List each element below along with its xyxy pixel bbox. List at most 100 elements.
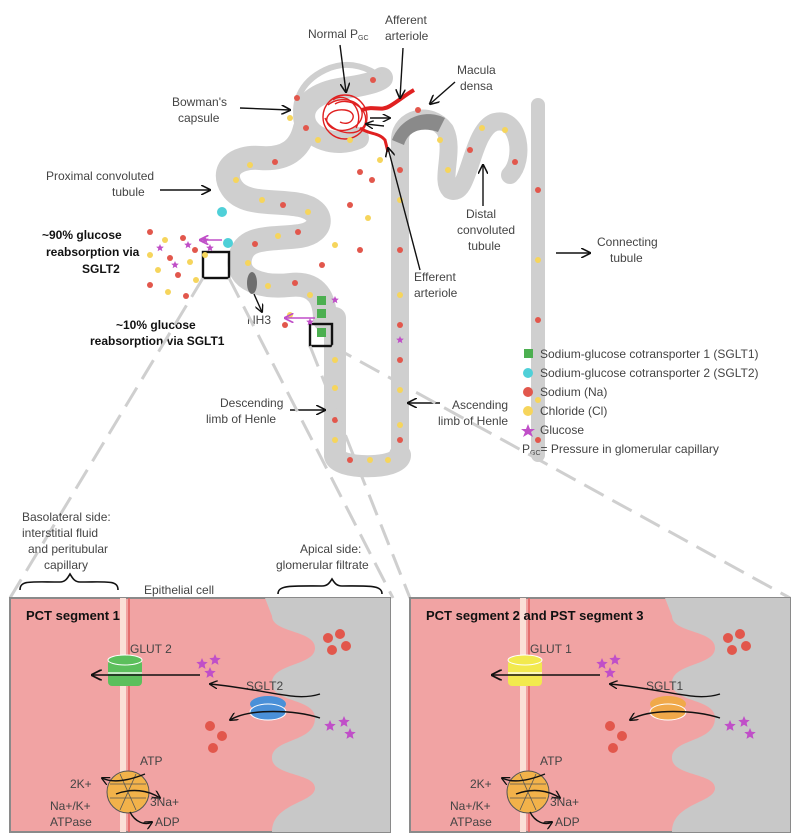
- glut-top: [107, 654, 143, 666]
- glucose-star: [724, 720, 736, 731]
- glucose-star: [338, 716, 350, 727]
- legend-item-sodium: Sodium (Na): [540, 385, 607, 399]
- glucose-star: [596, 658, 608, 669]
- ion-dot: [369, 177, 375, 183]
- sodium-dot: [341, 641, 351, 651]
- apical-label-1: Apical side:: [300, 542, 361, 556]
- ion-dot: [347, 137, 353, 143]
- ion-dot: [183, 293, 189, 299]
- pump-label-2: ATPase: [450, 815, 492, 829]
- ion-dot: [305, 209, 311, 215]
- normal-pgc-subscript: GC: [358, 35, 369, 42]
- sodium-dot: [217, 731, 227, 741]
- pump-label-1: Na+/K+: [50, 799, 91, 813]
- ion-dot: [479, 125, 485, 131]
- ion-dot: [347, 202, 353, 208]
- panel-title: PCT segment 1: [26, 608, 120, 623]
- adp-label: ADP: [155, 815, 180, 829]
- legend-item-sglt1: Sodium-glucose cotransporter 1 (SGLT1): [540, 347, 759, 361]
- afferent-arteriole: [361, 88, 415, 112]
- ion-dot: [512, 159, 518, 165]
- apical-filtrate: [265, 598, 390, 832]
- ion-dot: [282, 322, 288, 328]
- ion-dot: [265, 283, 271, 289]
- glucose-star: [609, 654, 621, 665]
- glucose-star: [206, 244, 214, 252]
- atp-label: ATP: [140, 754, 162, 768]
- ion-dot: [332, 242, 338, 248]
- highlight-box-pct2: [308, 322, 334, 348]
- ion-dot: [167, 255, 173, 261]
- atp-label: ATP: [540, 754, 562, 768]
- normal-pgc-label: Normal P: [308, 27, 358, 41]
- ion-dot: [147, 252, 153, 258]
- bowmans-capsule: [293, 67, 393, 153]
- ion-dot: [535, 187, 541, 193]
- glucose-star: [171, 261, 179, 269]
- ion-dot: [365, 215, 371, 221]
- ion-dot: [280, 202, 286, 208]
- ion-dot: [162, 237, 168, 243]
- ion-dot: [467, 147, 473, 153]
- descending-label-1: Descending: [220, 396, 283, 410]
- sglt2-marker: [223, 238, 233, 248]
- ion-dot: [445, 167, 451, 173]
- k-label: 2K+: [70, 777, 92, 791]
- na-label: 3Na+: [550, 795, 579, 809]
- legend-swatch-sglt1: [524, 349, 533, 358]
- ion-dot: [397, 422, 403, 428]
- ion-dot: [502, 127, 508, 133]
- legend-swatch-chloride: [523, 406, 533, 416]
- ion-dot: [397, 357, 403, 363]
- na-arrow: [115, 789, 160, 798]
- distal-label-2: convoluted: [457, 223, 515, 237]
- ion-dot: [347, 457, 353, 463]
- ion-dot: [294, 95, 300, 101]
- ion-dot: [202, 252, 208, 258]
- glucose90-label-1: ~90% glucose: [42, 228, 122, 242]
- glucose-star: [306, 318, 314, 326]
- ion-dot: [332, 437, 338, 443]
- bowmans-capsule-outer: [293, 61, 385, 131]
- macula-label-2: densa: [460, 79, 493, 93]
- ion-dot: [175, 272, 181, 278]
- svg-text:PGC= Pressure in glomerular ca: PGC= Pressure in glomerular capillary: [522, 442, 719, 457]
- glucose-star: [204, 667, 216, 678]
- ion-dot: [332, 357, 338, 363]
- ion-dot: [315, 137, 321, 143]
- afferent-label-1: Afferent: [385, 13, 427, 27]
- ascending-label-1: Ascending: [452, 398, 508, 412]
- ions: [233, 77, 541, 463]
- afferent-label-2: arteriole: [385, 29, 429, 43]
- tubule-cap: [247, 272, 257, 294]
- efferent-arteriole: [359, 126, 390, 153]
- sodium-import-arrow: [230, 710, 321, 721]
- efferent-label-1: Efferent: [414, 270, 456, 284]
- glucose-star: [344, 728, 356, 739]
- glut-label: GLUT 1: [530, 642, 572, 656]
- sglt1-marker: [317, 296, 326, 305]
- ion-dot: [233, 177, 239, 183]
- k-arrow: [102, 773, 146, 781]
- apical-brace: [277, 577, 383, 595]
- sodium-dot: [327, 645, 337, 655]
- glut-top: [507, 654, 543, 666]
- k-arrow: [502, 773, 546, 781]
- pct-label-1: Proximal convoluted: [46, 169, 154, 183]
- svg-text:Normal PGC: Normal PGC: [308, 27, 369, 42]
- epithelial-label: Epithelial cell: [144, 583, 214, 597]
- sodium-import-arrow: [630, 710, 721, 721]
- sodium-dot: [205, 721, 215, 731]
- legend-pgc-prefix: P: [522, 442, 530, 456]
- ion-dot: [147, 282, 153, 288]
- sglt-label: SGLT2: [246, 679, 283, 693]
- ion-dot: [535, 317, 541, 323]
- legend-swatch-sodium: [523, 387, 533, 397]
- pump-texture: [110, 773, 146, 811]
- legend-pgc-sub: GC: [530, 450, 541, 457]
- apical-label-2: glomerular filtrate: [276, 558, 369, 572]
- sodium-dot: [335, 629, 345, 639]
- glucose-star: [184, 241, 192, 249]
- ion-dot: [303, 125, 309, 131]
